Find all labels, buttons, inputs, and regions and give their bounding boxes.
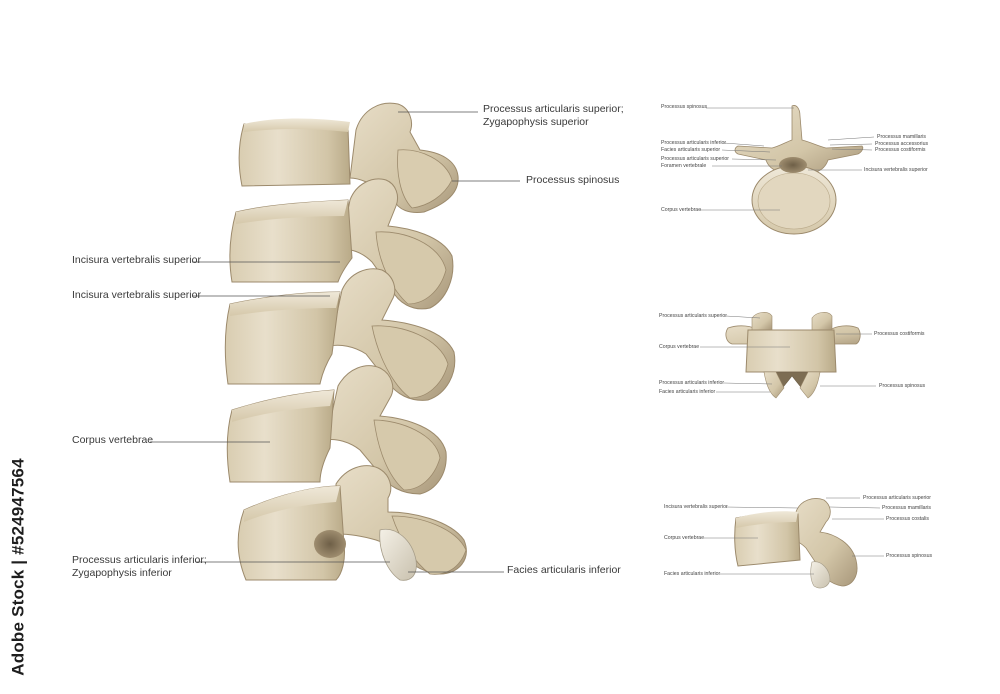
front-label-facies-art-inf: Facies articularis inferior xyxy=(659,389,716,395)
side-label-facies-art-inf: Facies articularis inferior xyxy=(664,571,721,577)
label-incisura-sup-1: Incisura vertebralis superior xyxy=(72,254,201,266)
vertebra-front-view xyxy=(725,312,861,399)
front-label-proc-costiformis: Processus costiformis xyxy=(874,331,925,337)
side-label-proc-spinosus: Processus spinosus xyxy=(886,553,933,559)
leader-lines-small xyxy=(700,107,884,575)
side-label-proc-costalis: Processus costalis xyxy=(886,516,929,522)
label-facies-art-inf: Facies articularis inferior xyxy=(507,564,621,576)
vertebra-lateral-3 xyxy=(224,268,456,401)
label-proc-spinosus: Processus spinosus xyxy=(526,174,620,186)
top-label-proc-accessorius: Processus accessorius xyxy=(875,141,929,147)
vertebra-top-view xyxy=(734,105,864,235)
top-label-proc-mamillaris: Processus mamillaris xyxy=(877,134,927,140)
vertebra-lateral-1 xyxy=(238,102,459,213)
top-label-proc-costiformis: Processus costiformis xyxy=(875,147,926,153)
front-label-proc-art-sup: Processus articularis superior xyxy=(659,313,728,319)
vertebra-lateral-5 xyxy=(237,465,467,581)
top-label-proc-art-inf: Processus articularis inferior xyxy=(661,140,727,146)
leader-lines-main xyxy=(150,111,520,573)
top-label-corpus: Corpus vertebrae xyxy=(661,207,702,213)
vertebra-lateral-4 xyxy=(226,365,447,495)
label-proc-art-inf-1: Processus articularis inferior; xyxy=(72,554,207,566)
watermark-text: Adobe Stock | #524947564 xyxy=(9,458,29,676)
side-label-corpus: Corpus vertebrae xyxy=(664,535,705,541)
front-label-proc-art-inf: Processus articularis inferior xyxy=(659,380,725,386)
side-label-proc-mamillaris: Processus mamillaris xyxy=(882,505,932,511)
vertebra-side-view xyxy=(734,498,858,589)
vertebra-lateral-2 xyxy=(229,178,454,310)
side-label-incisura-sup: Incisura vertebralis superior xyxy=(664,504,728,510)
label-incisura-sup-2: Incisura vertebralis superior xyxy=(72,289,201,301)
top-label-incisura-sup: Incisura vertebralis superior xyxy=(864,167,928,173)
stock-watermark: Adobe Stock | #524947564 xyxy=(2,452,36,682)
front-label-corpus: Corpus vertebrae xyxy=(659,344,700,350)
top-label-facies-art-sup: Facies articularis superior xyxy=(661,147,721,153)
top-label-proc-spinosus: Processus spinosus xyxy=(661,104,708,110)
front-label-proc-spinosus: Processus spinosus xyxy=(879,383,926,389)
label-proc-art-sup-2: Zygapophysis superior xyxy=(483,116,589,128)
label-corpus-vertebrae: Corpus vertebrae xyxy=(72,434,154,446)
label-proc-art-inf-2: Zygapophysis inferior xyxy=(72,567,172,579)
top-label-proc-art-sup: Processus articularis superior xyxy=(661,156,730,162)
side-label-proc-art-sup: Processus articularis superior xyxy=(863,495,932,501)
top-label-foramen: Foramen vertebrale xyxy=(661,163,707,169)
label-proc-art-sup-1: Processus articularis superior; xyxy=(483,103,624,115)
